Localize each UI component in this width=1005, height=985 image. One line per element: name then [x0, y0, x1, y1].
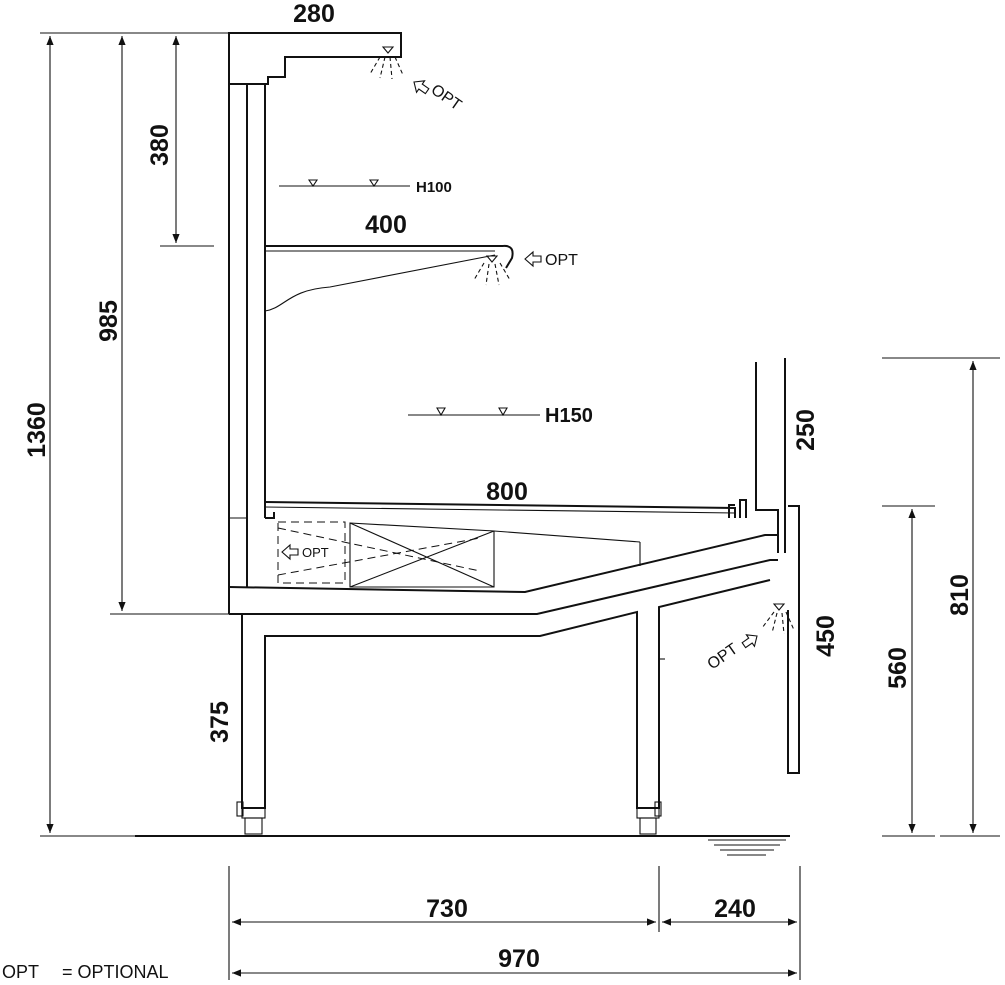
legend-meaning: = OPTIONAL [62, 962, 169, 982]
dashed-tray [277, 521, 346, 584]
top-canopy [228, 32, 402, 85]
h100-marker [279, 179, 410, 187]
dim-total-depth: 970 [498, 945, 540, 973]
right-foot [636, 801, 662, 835]
left-foot [236, 801, 266, 835]
shelf-bracket [264, 254, 496, 312]
opt-arrow-icon [281, 543, 299, 561]
h150-label: H150 [545, 405, 593, 427]
opt-arrow-icon [413, 80, 430, 95]
legend-abbr: OPT [2, 962, 39, 982]
opt-arrow-icon [524, 250, 542, 268]
deck-front-lip [728, 499, 747, 518]
front-light [761, 603, 795, 635]
opt-label-tray: OPT [302, 545, 329, 560]
dim-glass-height: 250 [792, 409, 820, 451]
dim-front-panel: 450 [812, 615, 840, 657]
floor-symbol [708, 839, 786, 856]
dim-base-depth: 800 [486, 478, 528, 506]
dim-top-canopy-depth: 280 [293, 0, 335, 28]
dim-total-height: 1360 [23, 402, 51, 458]
opt-label-front: OPT [705, 640, 742, 673]
h100-label: H100 [416, 179, 452, 196]
shelf-light [473, 255, 511, 286]
dim-front-height: 810 [946, 574, 974, 616]
dim-body-depth: 730 [426, 895, 468, 923]
dim-shelf-depth: 400 [365, 211, 407, 239]
opt-arrow-icon [741, 634, 758, 649]
canopy-light [369, 46, 404, 80]
dim-shelf-height: 985 [95, 300, 123, 342]
opt-label-top: OPT [428, 81, 465, 114]
display-deck [264, 501, 736, 518]
dim-base-front-height: 560 [884, 647, 912, 689]
opt-label-shelf: OPT [545, 252, 578, 269]
dim-leg-height: 375 [206, 701, 234, 743]
h150-marker [408, 407, 540, 417]
front-panel [787, 505, 800, 774]
dim-canopy-height: 380 [146, 124, 174, 166]
dim-front-extension: 240 [714, 895, 756, 923]
